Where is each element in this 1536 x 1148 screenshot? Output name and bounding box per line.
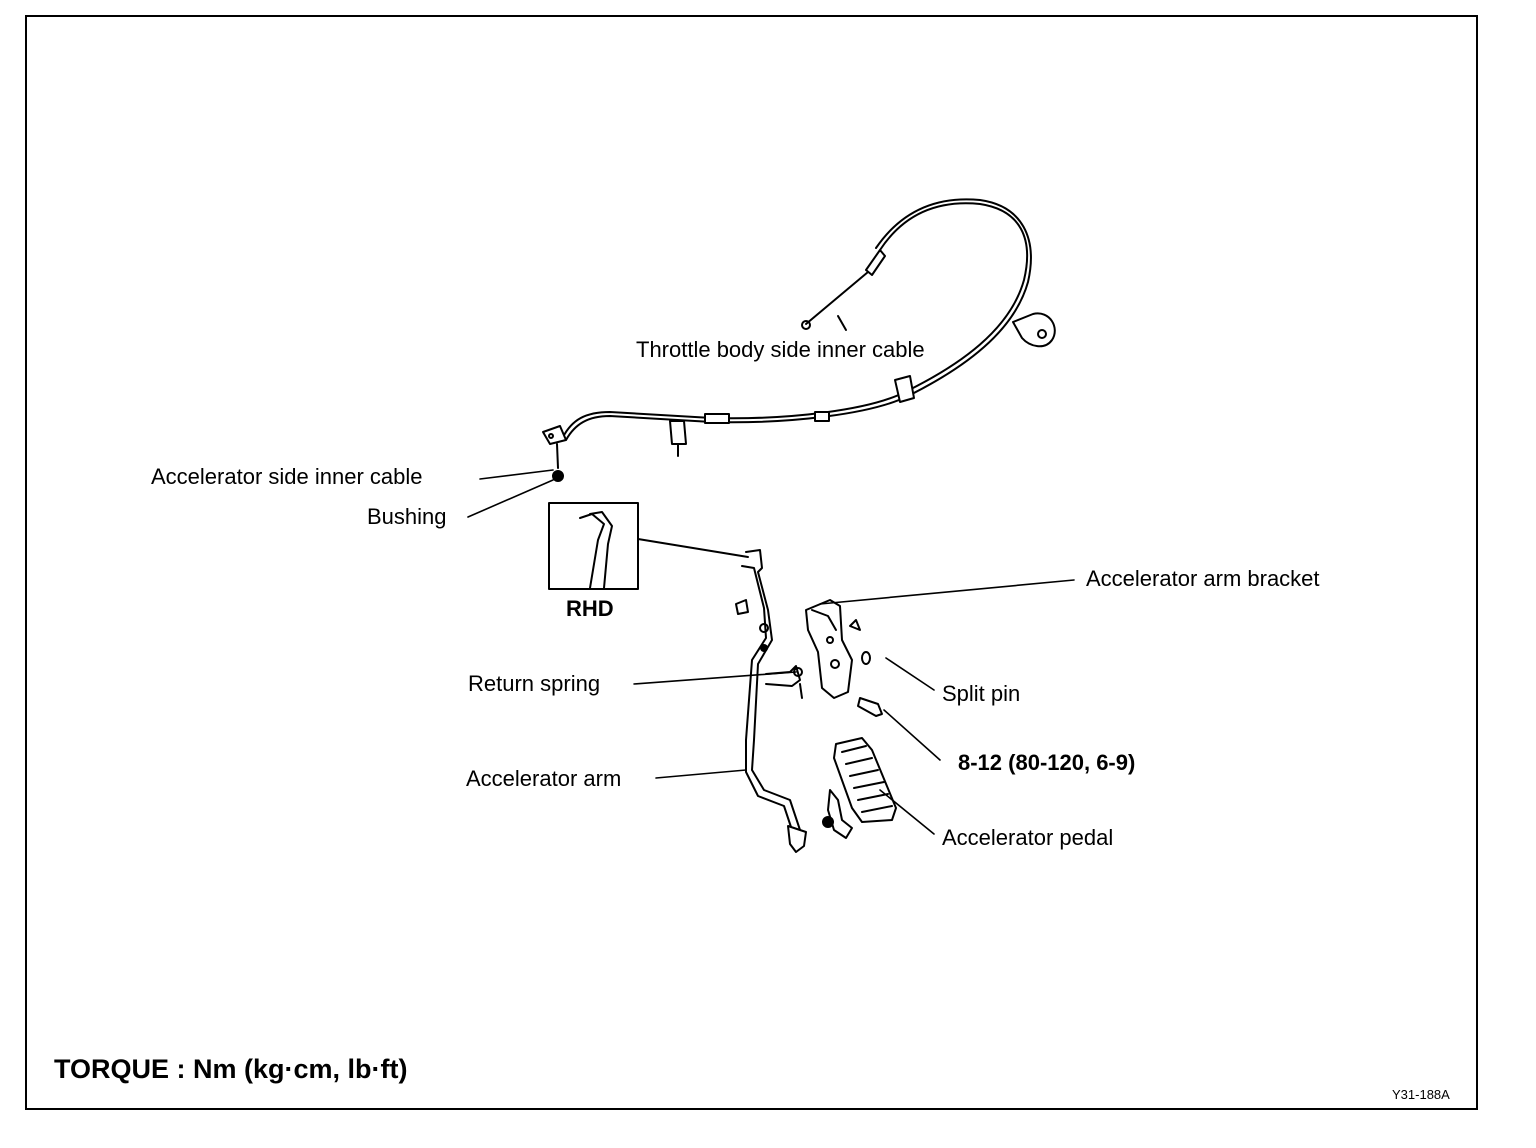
torque-unit-note: TORQUE : Nm (kg·cm, lb·ft) bbox=[54, 1054, 408, 1084]
throttle-cable-label: Throttle body side inner cable bbox=[636, 337, 925, 362]
bushing-label: Bushing bbox=[367, 504, 447, 529]
accelerator-cable-label: Accelerator side inner cable bbox=[151, 464, 423, 489]
arm-bracket-drawing bbox=[805, 599, 883, 717]
throttle-cable bbox=[542, 198, 1056, 482]
rhd-label: RHD bbox=[566, 596, 614, 621]
split-pin-label: Split pin bbox=[942, 681, 1021, 706]
leader-lines bbox=[467, 469, 1075, 835]
figure-code: Y31-188A bbox=[1392, 1087, 1450, 1102]
accelerator-arm-drawing bbox=[735, 549, 807, 853]
rhd-inset bbox=[548, 502, 749, 590]
accelerator-pedal-label: Accelerator pedal bbox=[942, 825, 1114, 850]
accelerator-pedal-drawing bbox=[822, 737, 897, 839]
bolt-torque-label: 8-12 (80-120, 6-9) bbox=[958, 750, 1136, 775]
arm-bracket-label: Accelerator arm bracket bbox=[1086, 566, 1320, 591]
return-spring-label: Return spring bbox=[468, 671, 601, 696]
diagram-frame bbox=[25, 15, 1478, 1110]
accelerator-arm-label: Accelerator arm bbox=[466, 766, 622, 791]
